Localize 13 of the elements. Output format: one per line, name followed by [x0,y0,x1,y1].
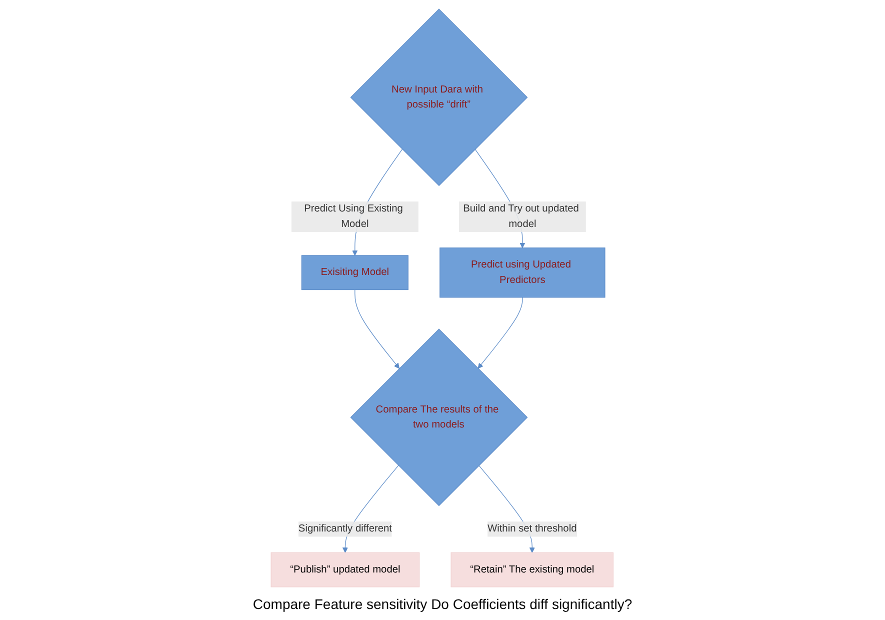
node-diamond: Compare The results of the two models [350,328,528,506]
node-box: Exisiting Model [302,255,409,290]
edge-label: Within set threshold [488,523,578,534]
edge-label: Build and Try out updated model [463,203,580,230]
arrow [354,289,400,369]
edge-label: Predict Using Existing Model [304,203,404,230]
node-box: “Publish” updated model [271,552,420,588]
note-text: Compare Feature sensitivity Do Coefficients diff significantly? [252,596,632,612]
node-diamond: New Input Dara with possible “drift” [350,8,528,186]
node-box: “Retain” The existing model [451,552,614,588]
edge-label: Significantly different [298,523,392,534]
arrow [478,297,524,369]
node-box: Predict using Updated Predictors [440,248,606,298]
